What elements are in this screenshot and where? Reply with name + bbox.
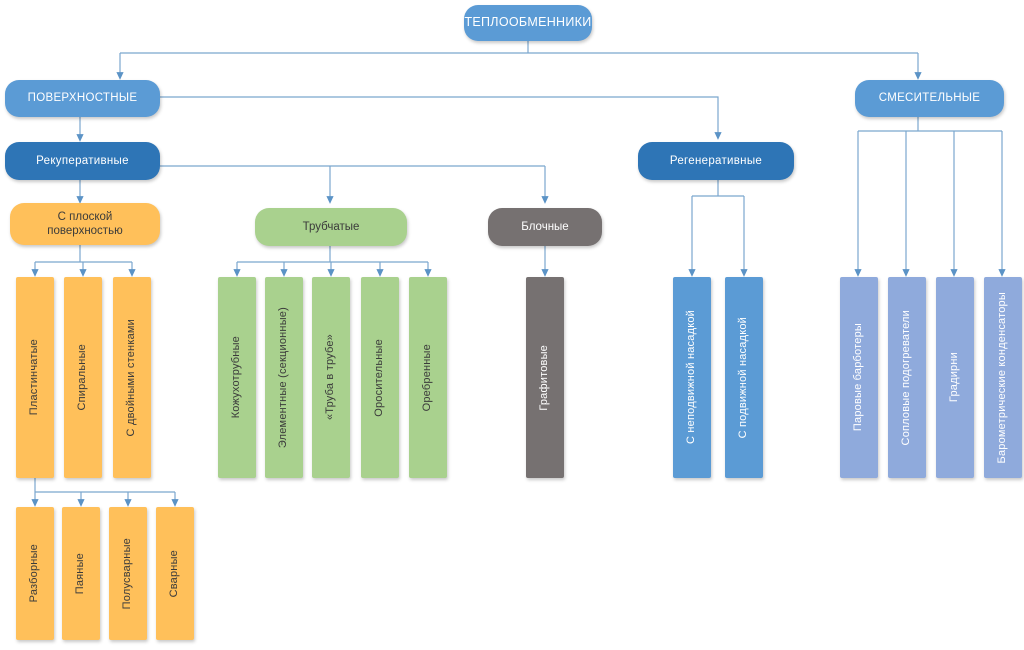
bar-steam-bubbler-label: Паровые барботеры [852, 323, 865, 432]
bar-barometric-condenser[interactable]: Барометрические конденсаторы [984, 277, 1022, 478]
bar-spiral[interactable]: Спиральные [64, 277, 102, 478]
node-flat-surface[interactable]: С плоской поверхностью [10, 203, 160, 245]
node-tubular-label: Трубчатые [302, 220, 360, 233]
bar-irrigation-label: Оросительные [373, 338, 386, 417]
node-root[interactable]: ТЕПЛООБМЕННИКИ [464, 5, 592, 41]
bar-finned-label: Оребренные [421, 343, 434, 412]
bar-fixed-packing[interactable]: С неподвижной насадкой [673, 277, 711, 478]
node-mixing-label: СМЕСИТЕЛЬНЫЕ [878, 92, 981, 105]
bar-dismountable[interactable]: Разборные [16, 507, 54, 640]
bar-nozzle-heater-label: Сопловые подогреватели [900, 309, 913, 446]
bar-semiwelded-label: Полусварные [121, 537, 134, 610]
bar-moving-packing[interactable]: С подвижной насадкой [725, 277, 763, 478]
bar-tube-in-tube-label: «Труба в трубе» [324, 334, 337, 421]
bar-semiwelded[interactable]: Полусварные [109, 507, 147, 640]
bar-shell-and-tube[interactable]: Кожухотрубные [218, 277, 256, 478]
bar-irrigation[interactable]: Оросительные [361, 277, 399, 478]
node-surface[interactable]: ПОВЕРХНОСТНЫЕ [5, 80, 160, 117]
bar-graphite[interactable]: Графитовые [526, 277, 564, 478]
bar-spiral-label: Спиральные [76, 344, 89, 411]
node-recuperative[interactable]: Рекуперативные [5, 142, 160, 180]
node-root-label: ТЕПЛООБМЕННИКИ [464, 15, 592, 30]
bar-brazed[interactable]: Паяные [62, 507, 100, 640]
bar-dismountable-label: Разборные [28, 544, 41, 603]
bar-welded-label: Сварные [168, 549, 181, 598]
bar-double-wall[interactable]: С двойными стенками [113, 277, 151, 478]
bar-steam-bubbler[interactable]: Паровые барботеры [840, 277, 878, 478]
bar-cooling-tower[interactable]: Градирни [936, 277, 974, 478]
node-flat-surface-label-line2: поверхностью [47, 225, 123, 237]
node-tubular[interactable]: Трубчатые [255, 208, 407, 246]
node-regenerative[interactable]: Регенеративные [638, 142, 794, 180]
node-mixing[interactable]: СМЕСИТЕЛЬНЫЕ [855, 80, 1004, 117]
node-flat-surface-label-line1: С плоской [57, 210, 113, 223]
bar-graphite-label: Графитовые [538, 344, 551, 411]
bar-brazed-label: Паяные [74, 552, 87, 595]
bar-plate[interactable]: Пластинчатые [16, 277, 54, 478]
bar-tube-in-tube[interactable]: «Труба в трубе» [312, 277, 350, 478]
bar-nozzle-heater[interactable]: Сопловые подогреватели [888, 277, 926, 478]
bar-barometric-condenser-label: Барометрические конденсаторы [996, 291, 1009, 464]
node-surface-label: ПОВЕРХНОСТНЫЕ [27, 92, 138, 105]
node-regenerative-label: Регенеративные [669, 154, 763, 167]
bar-finned[interactable]: Оребренные [409, 277, 447, 478]
bar-fixed-packing-label: С неподвижной насадкой [685, 310, 698, 445]
bar-welded[interactable]: Сварные [156, 507, 194, 640]
bar-double-wall-label: С двойными стенками [125, 318, 138, 437]
node-block-label: Блочные [521, 220, 569, 233]
node-recuperative-label: Рекуперативные [36, 154, 129, 167]
bar-element-sectional[interactable]: Элементные (секционные) [265, 277, 303, 478]
bar-cooling-tower-label: Градирни [948, 352, 961, 403]
bar-shell-and-tube-label: Кожухотрубные [230, 336, 243, 419]
bar-plate-label: Пластинчатые [28, 339, 41, 416]
bar-moving-packing-label: С подвижной насадкой [737, 316, 750, 439]
bar-element-sectional-label: Элементные (секционные) [277, 306, 290, 449]
node-block[interactable]: Блочные [488, 208, 602, 246]
